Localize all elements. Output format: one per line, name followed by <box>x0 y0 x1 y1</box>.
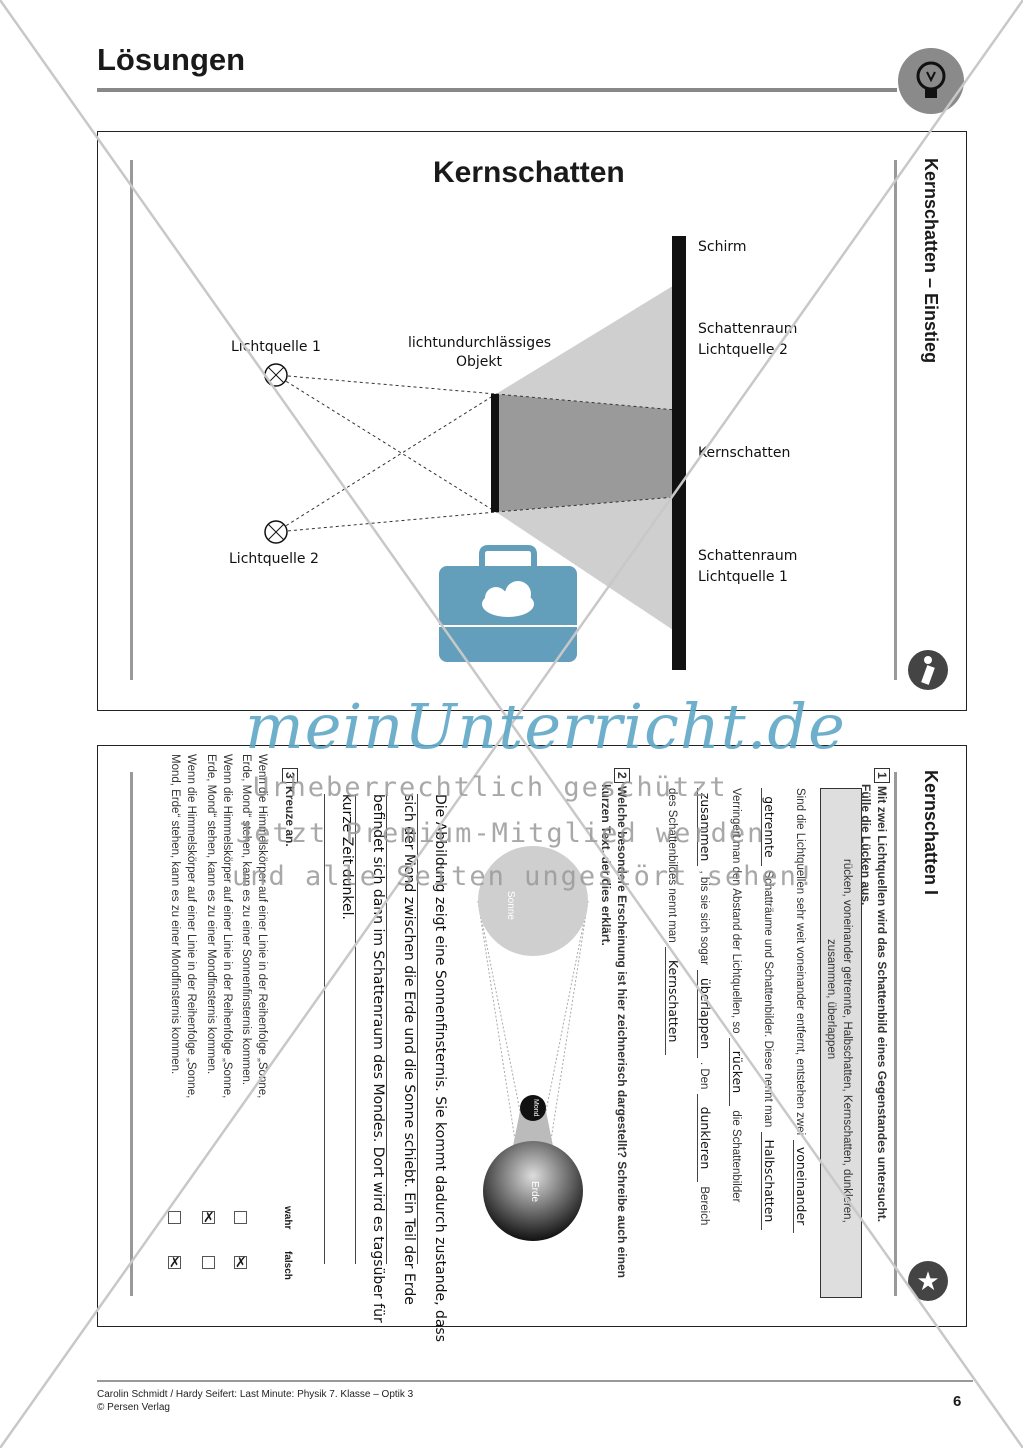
answer-halbschatten: Halbschatten <box>761 1131 777 1230</box>
kernschatten-region <box>496 394 676 512</box>
text-d: die Schattenbilder <box>730 1110 742 1203</box>
lichtquelle-1-label: Lichtquelle 1 <box>231 339 321 355</box>
erde-label: Erde <box>529 1181 540 1203</box>
title-rule <box>97 88 897 92</box>
answer-ueberlappen: überlappen <box>697 969 713 1058</box>
col-falsch: falsch <box>282 1251 293 1280</box>
card2-side-title: Kernschatten I <box>921 770 941 896</box>
watermark-line-2: Jetzt Premium-Mitglied werden <box>236 818 766 849</box>
text-b: Schatträume und Schattenbilder. Diese ne… <box>762 870 774 1128</box>
schattenraum-2-label-line1: Schattenraum <box>698 321 798 337</box>
checkbox-2-wahr[interactable]: ✗ <box>202 1209 215 1225</box>
watermark-logo: meinUnterricht.de <box>245 690 846 763</box>
briefcase-icon <box>439 545 577 662</box>
statement-3: Wenn die Himmelskörper auf einer Linie i… <box>169 754 197 1099</box>
answer-kernschatten: Kernschatten <box>665 947 681 1056</box>
watermark-line-3: und alle Seiten ungestört sehen! <box>232 861 817 892</box>
footer-copyright: © Persen Verlag <box>97 1402 170 1413</box>
sonne-label: Sonne <box>505 891 516 920</box>
task1-question-line1: Mit zwei Lichtquellen wird das Schattenb… <box>875 786 889 1223</box>
answer-ruecken: rücken <box>729 1037 745 1106</box>
page-title: Lösungen <box>97 42 246 77</box>
page-number: 6 <box>953 1393 962 1410</box>
word-box-line1: rücken, voneinander getrennte, Halbschat… <box>841 859 853 1223</box>
col-wahr: wahr <box>282 1206 293 1230</box>
lichtquelle-1-symbol <box>264 363 288 387</box>
schirm-label: Schirm <box>698 239 747 255</box>
checkbox-3-falsch[interactable]: ✗ <box>168 1254 181 1270</box>
task1-block: 1 Mit zwei Lichtquellen wird das Schatte… <box>858 768 890 1222</box>
lichtquelle-2-label: Lichtquelle 2 <box>229 551 319 567</box>
object-bar <box>491 394 499 512</box>
text-a: Sind die Lichtquellen sehr weit voneinan… <box>794 788 806 1136</box>
left-rule <box>130 772 133 1296</box>
answer-voneinander: voneinander <box>793 1139 809 1233</box>
star-icon: ★ <box>908 1261 948 1301</box>
objekt-label-line2: Objekt <box>456 354 503 370</box>
checkbox-1-wahr[interactable] <box>234 1211 247 1224</box>
kernschatten-diagram <box>264 236 686 670</box>
schattenraum-1-label-line2: Lichtquelle 1 <box>698 569 788 585</box>
footer-rule <box>97 1380 973 1382</box>
schattenraum-2-label-line2: Lichtquelle 2 <box>698 342 788 358</box>
objekt-label-line1: lichtundurchlässiges <box>408 335 552 351</box>
schattenraum-1-label-line1: Schattenraum <box>698 548 798 564</box>
schirm-bar <box>672 236 686 670</box>
statement-1: Wenn die Himmelskörper auf einer Linie i… <box>240 754 268 1099</box>
answer-dunkleren: dunkleren <box>697 1093 713 1182</box>
checkbox-1-falsch[interactable]: ✗ <box>234 1254 247 1270</box>
right-rule <box>894 772 897 1296</box>
light-bulb-icon <box>898 48 964 114</box>
kernschatten-label: Kernschatten <box>698 445 791 461</box>
text-g: Bereich <box>698 1186 710 1226</box>
text-f: . Den <box>698 1061 710 1090</box>
checkbox-3-wahr[interactable] <box>168 1211 181 1224</box>
task1-number: 1 <box>874 768 890 783</box>
task1-text: Sind die Lichtquellen sehr weit voneinan… <box>650 788 810 1233</box>
lichtquelle-2-symbol <box>264 520 288 544</box>
word-box-line2: zusammen, überlappen <box>825 939 837 1060</box>
eclipse-diagram <box>477 846 589 1241</box>
statement-2: Wenn die Himmelskörper auf einer Linie i… <box>205 754 233 1099</box>
footer-credit: Carolin Schmidt / Hardy Seifert: Last Mi… <box>97 1389 414 1400</box>
kernschatten-einstieg-card: Kernschatten Kernschatten – Einstieg <box>97 131 967 711</box>
mond-label: Mond <box>532 1099 539 1117</box>
checkbox-2-falsch[interactable] <box>202 1256 215 1269</box>
word-box: rücken, voneinander getrennte, Halbschat… <box>820 788 862 1298</box>
watermark-line-1: Urheberrechtlich geschützt <box>253 772 728 803</box>
